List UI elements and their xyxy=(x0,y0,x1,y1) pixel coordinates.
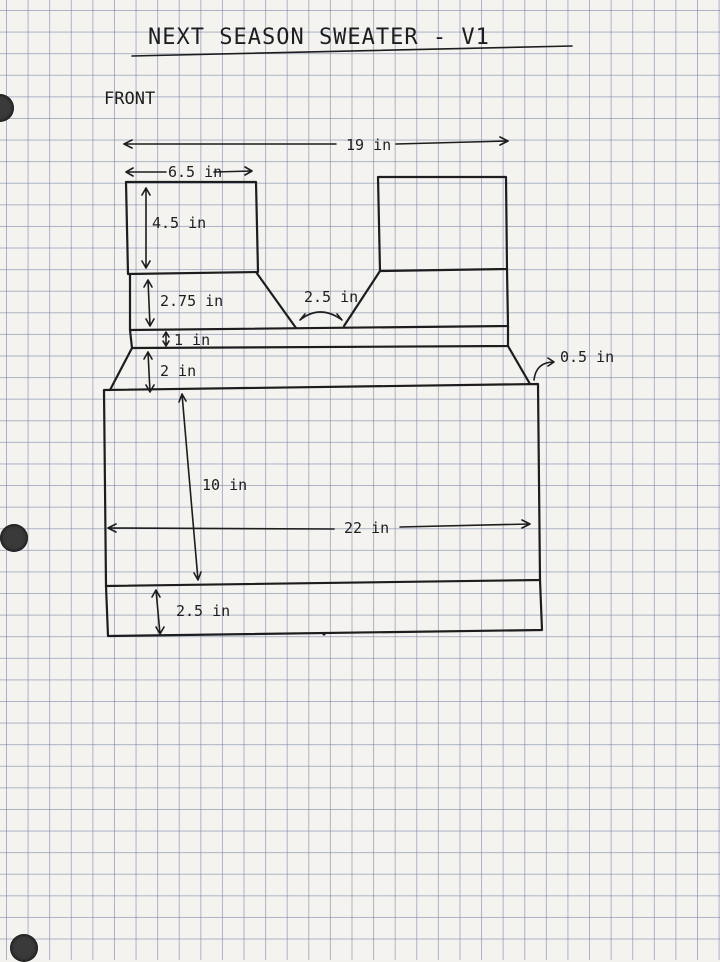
left-neck-slope xyxy=(254,270,298,330)
neck-width-arrow xyxy=(299,311,343,321)
neck-depth-arrow xyxy=(143,279,155,327)
top-width-label: 19 in xyxy=(346,136,391,154)
neck-band-outline xyxy=(128,267,510,332)
ribbing-height-arrow xyxy=(151,589,165,635)
binder-hole-bottom xyxy=(10,934,38,962)
yoke-band xyxy=(128,324,510,350)
shoulder-width-arrow xyxy=(125,166,253,177)
body-width-label: 22 in xyxy=(344,519,389,537)
armhole-height-arrow xyxy=(143,351,155,393)
body-panel xyxy=(102,382,542,588)
ribbing-panel xyxy=(104,578,544,638)
top-width-arrow xyxy=(123,136,509,149)
shoulder-width-label: 6.5 in xyxy=(168,163,222,181)
binder-hole-top xyxy=(0,94,14,122)
body-width-arrow xyxy=(107,519,531,533)
right-neck-slope xyxy=(342,269,382,328)
band-height-label: 1 in xyxy=(174,331,210,349)
right-shoulder-panel xyxy=(376,175,509,273)
left-shoulder-panel xyxy=(124,180,260,276)
neck-depth-label: 2.75 in xyxy=(160,292,223,310)
band-height-arrow xyxy=(162,331,170,347)
body-length-label: 10 in xyxy=(202,476,247,494)
shoulder-height-arrow xyxy=(141,187,151,269)
view-label: FRONT xyxy=(104,89,155,109)
armhole-inset-arrow xyxy=(533,357,555,381)
armhole-height-label: 2 in xyxy=(160,362,196,380)
armhole-right-slope xyxy=(506,344,532,386)
center-mark xyxy=(322,632,326,636)
armhole-inset-label: 0.5 in xyxy=(560,348,614,366)
shoulder-height-label: 4.5 in xyxy=(152,214,206,232)
binder-hole-middle xyxy=(0,524,28,552)
title-underline xyxy=(131,45,573,57)
neck-width-label: 2.5 in xyxy=(304,288,358,306)
body-length-arrow xyxy=(178,393,202,581)
ribbing-height-label: 2.5 in xyxy=(176,602,230,620)
diagram-title: NEXT SEASON SWEATER - V1 xyxy=(148,25,490,50)
armhole-left-slope xyxy=(108,346,134,392)
